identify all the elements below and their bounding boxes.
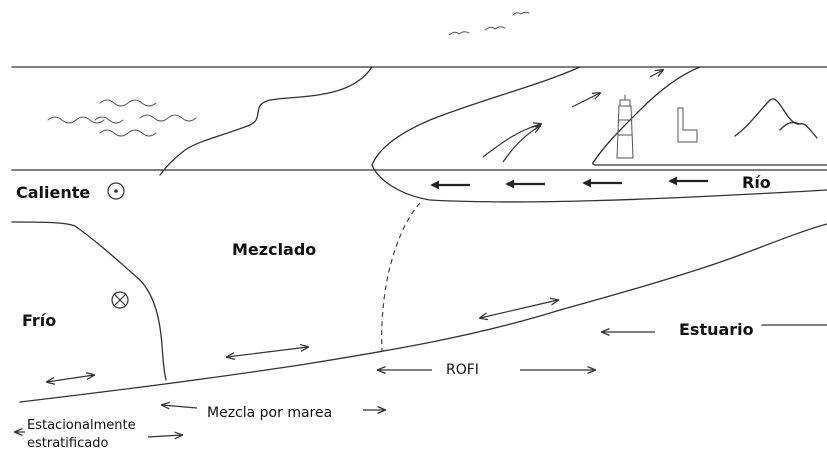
circle-dot-icon — [107, 182, 125, 200]
factory-icon — [677, 107, 698, 143]
front-surface-curve — [159, 66, 373, 176]
tidal-arrow-rofi — [480, 300, 558, 318]
flow-arrow-curved-2 — [502, 126, 540, 163]
seabed-profile — [19, 223, 827, 403]
mountain-icon — [734, 98, 818, 139]
mezcla-por-marea-label: Mezcla por marea — [207, 405, 332, 421]
tidal-arrow-frio — [47, 375, 94, 382]
flow-arrow-small-1 — [571, 93, 600, 108]
plume-front-dashed — [381, 202, 421, 353]
estratificado-label: estratificado — [27, 436, 108, 451]
caliente-label: Caliente — [16, 183, 90, 202]
flow-arrow-small-2 — [649, 70, 663, 78]
estacionalmente-label: Estacionalmente — [27, 418, 136, 433]
tidal-arrow-mezclado — [227, 347, 308, 357]
birds-icon — [448, 11, 530, 36]
estuario-label: Estuario — [679, 320, 754, 339]
coastline-curve — [592, 66, 827, 166]
rofi-label: ROFI — [446, 362, 479, 378]
estacional-right-arrow — [147, 435, 182, 437]
mezclado-label: Mezclado — [232, 240, 316, 259]
river-plume-outline — [371, 66, 827, 203]
lighthouse-icon — [616, 94, 634, 159]
waves-icon — [47, 99, 197, 137]
circle-cross-icon — [111, 291, 129, 309]
rio-label: Río — [742, 173, 771, 192]
flow-arrow-curved-1 — [482, 124, 541, 158]
tidal-front-curve — [11, 221, 167, 381]
marea-left-arrow — [162, 405, 198, 408]
frio-label: Frío — [22, 311, 56, 330]
